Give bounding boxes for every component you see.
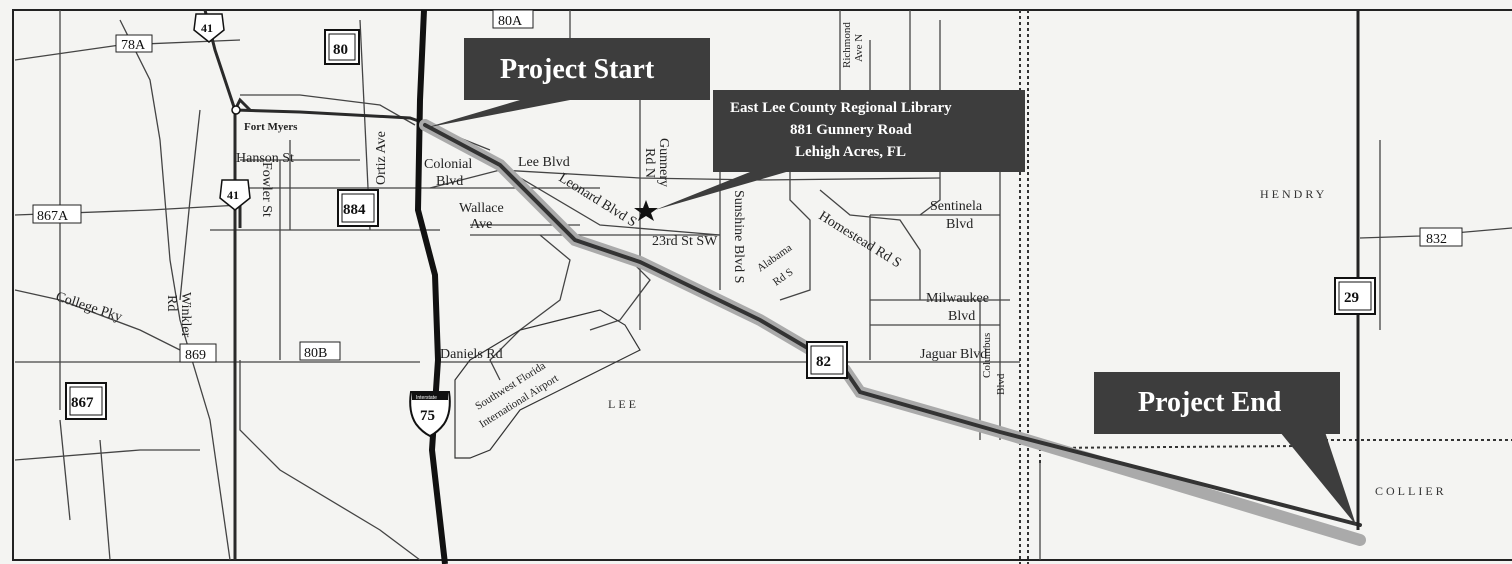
- street-wallace-2: Ave: [470, 217, 492, 232]
- svg-text:Lehigh Acres, FL: Lehigh Acres, FL: [795, 144, 906, 160]
- svg-text:867: 867: [71, 395, 94, 411]
- street-college: College Pky: [54, 290, 124, 326]
- street-alabama-2: Rd S: [771, 266, 796, 288]
- county-boundaries: [1019, 10, 1512, 564]
- svg-text:Interstate: Interstate: [416, 395, 437, 401]
- route-box-869: 869: [179, 343, 217, 363]
- callout-project-start: Project Start: [425, 38, 710, 128]
- callout-library: East Lee County Regional Library 881 Gun…: [655, 90, 1025, 210]
- svg-text:82: 82: [816, 354, 831, 370]
- street-colonial-1: Colonial: [424, 157, 472, 172]
- street-daniels: Daniels Rd: [440, 347, 503, 362]
- library-star-icon: [634, 200, 658, 221]
- svg-text:78A: 78A: [121, 38, 146, 53]
- us41-shield-top-icon: 41: [193, 13, 225, 43]
- svg-text:41: 41: [201, 21, 213, 35]
- svg-text:East Lee County Regional Libra: East Lee County Regional Library: [730, 100, 952, 116]
- street-sentinela-1: Sentinela: [930, 199, 983, 214]
- interstate-75: [414, 9, 448, 564]
- svg-text:Project End: Project End: [1138, 387, 1282, 418]
- county-label-hendry: HENDRY: [1260, 187, 1327, 201]
- street-winkler-1: Winkler: [178, 292, 193, 338]
- major-roads: [203, 9, 431, 560]
- svg-text:881 Gunnery Road: 881 Gunnery Road: [790, 122, 912, 138]
- county-label-lee: LEE: [608, 397, 639, 411]
- route-box-867a: 867A: [32, 204, 82, 224]
- map-frame: [12, 9, 1512, 561]
- street-lee-blvd: Lee Blvd: [518, 155, 570, 170]
- route-box-80b: 80B: [299, 341, 341, 361]
- sr867-shield-icon: 867: [65, 382, 107, 420]
- county-label-collier: COLLIER: [1375, 484, 1447, 498]
- street-sentinela-2: Blvd: [946, 217, 973, 232]
- svg-text:80: 80: [333, 42, 348, 58]
- i75-shield-icon: Interstate 75: [409, 391, 451, 438]
- route-box-832: 832: [1419, 227, 1463, 247]
- svg-text:867A: 867A: [37, 209, 69, 224]
- street-leonard: Leonard Blvd S: [556, 171, 639, 231]
- street-gunnery-2: Rd N: [642, 148, 657, 178]
- route-box-78a: 78A: [115, 34, 153, 53]
- svg-text:29: 29: [1344, 290, 1359, 306]
- street-winkler-2: Rd: [164, 295, 179, 311]
- street-homestead: Homestead Rd S: [816, 209, 904, 272]
- airport-boundary: [454, 309, 641, 459]
- sr884-shield-icon: 884: [337, 189, 379, 227]
- sr82-project-road: [423, 123, 1362, 527]
- street-hanson: Hanson St: [236, 151, 294, 166]
- svg-text:75: 75: [420, 408, 435, 424]
- fort-myers-dot-icon: [231, 105, 241, 115]
- street-milwaukee-2: Blvd: [948, 309, 975, 324]
- street-colonial-2: Blvd: [436, 174, 463, 189]
- street-richmond-2: Ave N: [853, 34, 865, 62]
- svg-text:884: 884: [343, 202, 366, 218]
- street-wallace-1: Wallace: [459, 201, 504, 216]
- svg-text:Project Start: Project Start: [500, 54, 655, 85]
- svg-text:832: 832: [1426, 232, 1447, 247]
- street-columbus-1: Columbus: [981, 333, 993, 378]
- street-fowler: Fowler St: [259, 162, 274, 217]
- route-box-80a: 80A: [492, 9, 534, 29]
- svg-text:869: 869: [185, 348, 206, 363]
- street-milwaukee-1: Milwaukee: [926, 291, 989, 306]
- sr29-shield-icon: 29: [1334, 277, 1376, 315]
- street-jaguar: Jaguar Blvd: [920, 347, 987, 362]
- sr80-shield-icon: 80: [324, 29, 360, 65]
- street-23rd: 23rd St SW: [652, 234, 718, 249]
- street-gunnery-1: Gunnery: [656, 138, 671, 187]
- us41-shield-mid-icon: 41: [219, 179, 251, 211]
- svg-text:41: 41: [227, 188, 239, 202]
- street-sunshine: Sunshine Blvd S: [731, 190, 746, 283]
- city-label-fort-myers: Fort Myers: [244, 121, 298, 133]
- street-ortiz: Ortiz Ave: [374, 131, 389, 185]
- street-richmond-1: Richmond: [841, 22, 853, 68]
- callout-project-end: Project End: [1094, 372, 1356, 525]
- svg-text:80A: 80A: [498, 14, 523, 29]
- street-columbus-2: Blvd: [995, 373, 1007, 395]
- sr82-shield-icon: 82: [806, 341, 848, 379]
- svg-text:80B: 80B: [304, 346, 327, 361]
